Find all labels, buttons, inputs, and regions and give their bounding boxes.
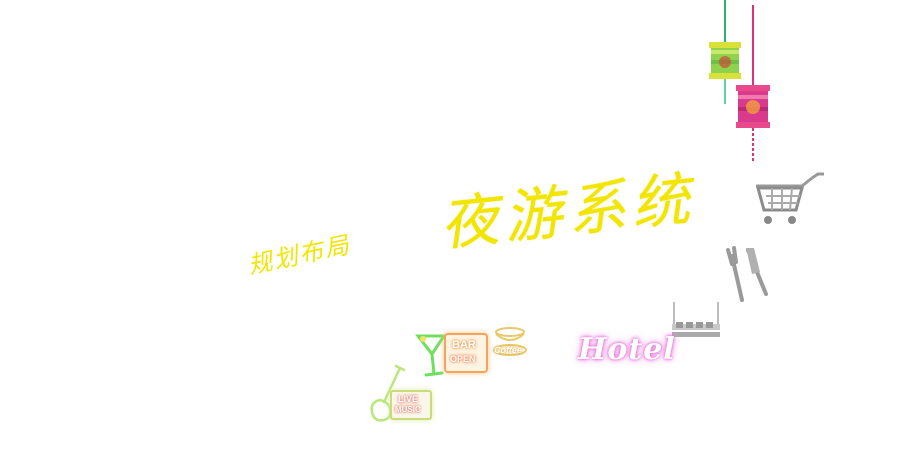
live-sign-text: LIVE xyxy=(398,394,419,404)
coffee-sign-text: Coffee xyxy=(494,345,522,355)
page-subtitle: 规划布局 xyxy=(245,230,354,280)
coffee-cup-neon-icon xyxy=(493,327,527,356)
bar-sign-text: BAR xyxy=(452,339,476,351)
cocktail-neon-icon xyxy=(414,334,447,377)
guitar-neon-icon xyxy=(370,364,406,422)
live-music-sign: LIVE MUSIC xyxy=(390,390,432,420)
bar-open-sign: BAR OPEN xyxy=(444,333,488,373)
lantern-green-icon xyxy=(709,0,741,104)
shopping-cart-icon xyxy=(756,172,824,224)
hotel-sign: Hotel xyxy=(578,332,676,367)
fork-knife-icon xyxy=(726,246,768,302)
cinema-seats-icon xyxy=(672,302,720,337)
lantern-pink-icon xyxy=(736,5,770,163)
page-title: 夜游系统 xyxy=(436,164,699,259)
music-sign-text: MUSIC xyxy=(395,405,421,414)
open-sign-text: OPEN xyxy=(450,354,476,364)
